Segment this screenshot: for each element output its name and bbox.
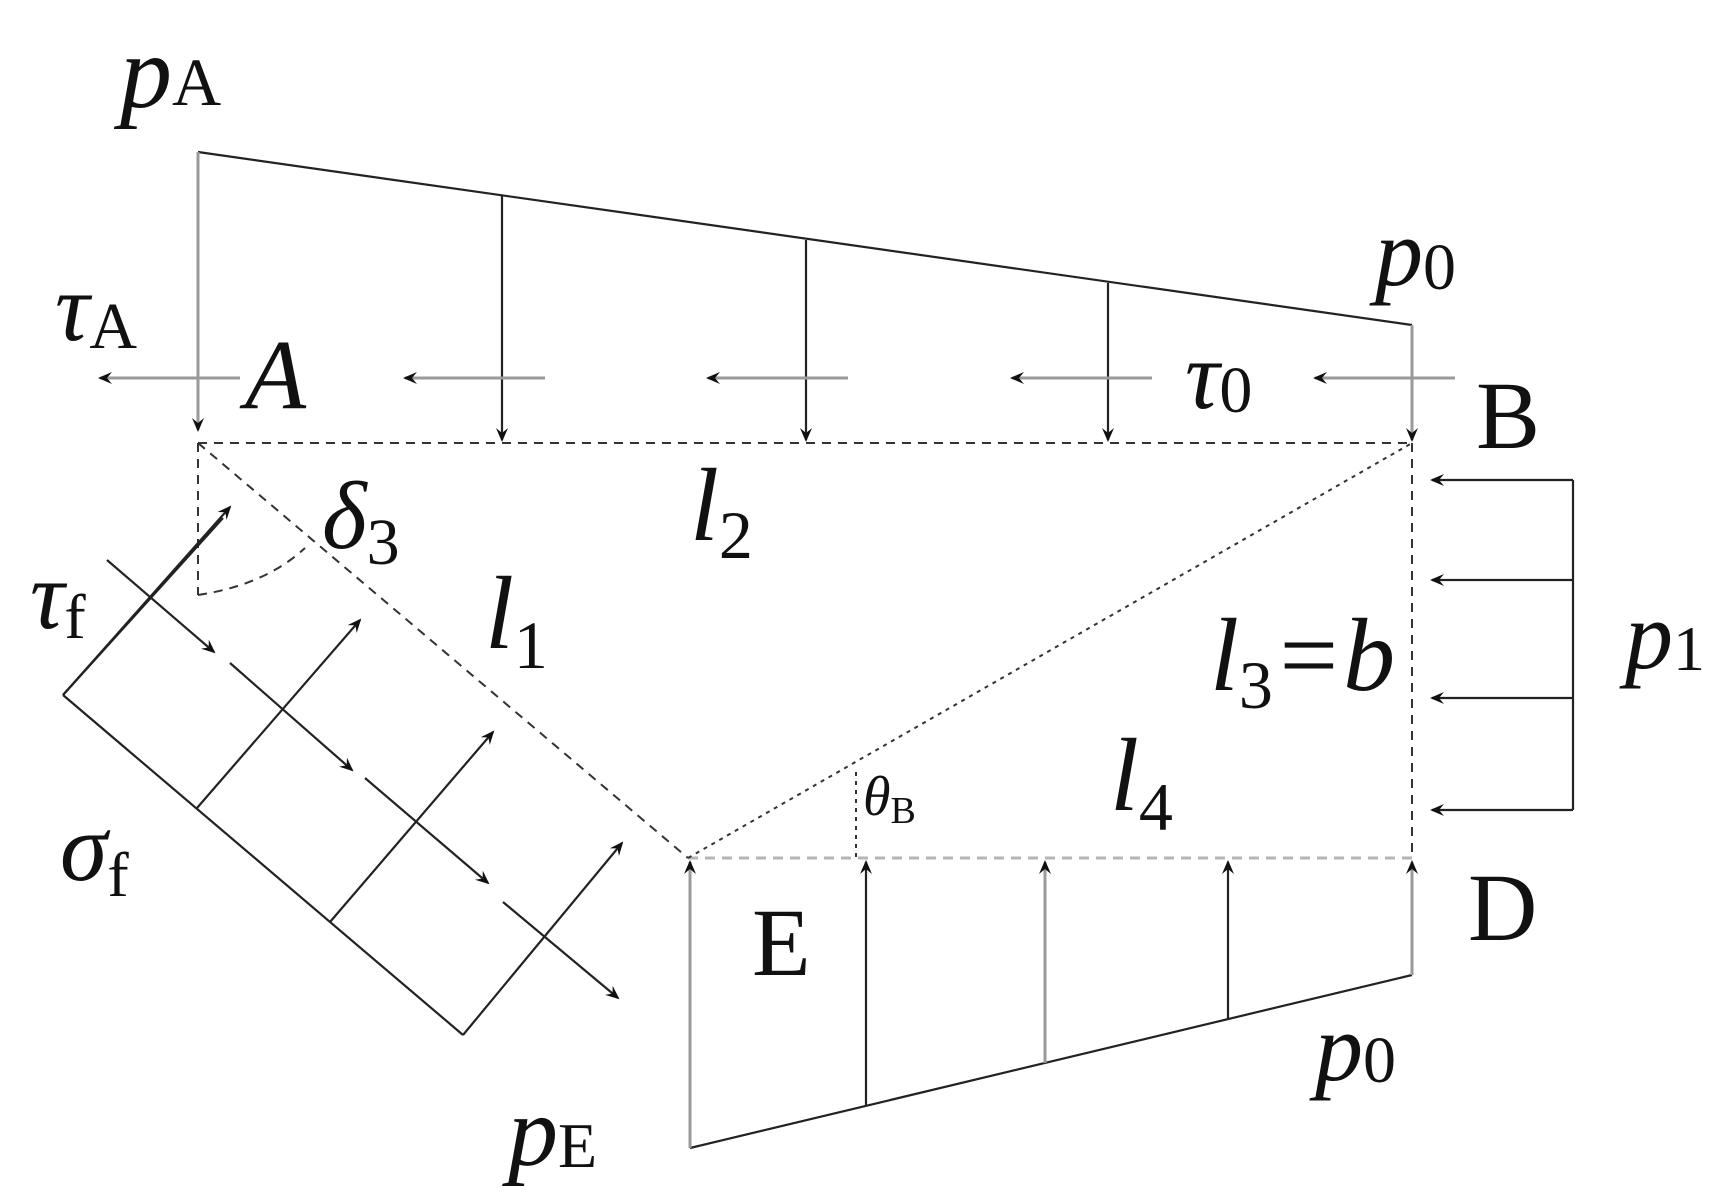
label-pA: pA xyxy=(113,15,221,130)
label-p0-bottom: p0 xyxy=(1309,994,1396,1101)
label-D: D xyxy=(1468,854,1537,961)
bottom-pressure-envelope xyxy=(689,973,1413,1150)
label-p0-top: p0 xyxy=(1369,199,1456,306)
label-l3: l3=b xyxy=(1210,598,1395,723)
label-l1: l1 xyxy=(485,556,548,683)
label-sigmaf: σf xyxy=(60,794,129,910)
bottom-pressure-block xyxy=(684,860,1418,1150)
normal-arrow-4 xyxy=(462,841,624,1036)
slip-face-stress-block xyxy=(62,505,624,1036)
labels: pA p0 τA A τ0 B δ3 l2 τf l1 l3=b p1 θB l… xyxy=(30,15,1705,1187)
right-pressure-block xyxy=(1430,474,1575,816)
label-delta3: δ3 xyxy=(322,462,400,579)
angle-arc-delta3 xyxy=(197,547,306,596)
label-B: B xyxy=(1476,362,1540,469)
label-thetaB: θB xyxy=(863,766,916,832)
diagonal-EB xyxy=(687,442,1413,859)
label-l4: l4 xyxy=(1110,718,1173,845)
normal-arrow-2 xyxy=(196,618,362,809)
label-tauA: τA xyxy=(55,254,137,363)
label-pE: pE xyxy=(502,1076,597,1187)
edge-l1 xyxy=(197,442,689,859)
top-pressure-block xyxy=(192,150,1418,442)
shear-arrow-face-1 xyxy=(106,559,216,654)
label-p1: p1 xyxy=(1619,582,1705,689)
top-pressure-envelope xyxy=(197,150,1413,327)
normal-arrow-1 xyxy=(62,505,232,696)
block-outline xyxy=(197,442,1413,860)
shear-arrow-face-3 xyxy=(364,777,490,885)
label-A: A xyxy=(239,319,307,430)
label-tau0: τ0 xyxy=(1185,322,1252,429)
normal-arrow-3 xyxy=(329,730,495,923)
label-l2: l2 xyxy=(690,448,753,573)
sigma-envelope-lower xyxy=(62,694,464,1036)
shear-arrow-face-4 xyxy=(502,901,620,1000)
shear-arrow-face-2 xyxy=(229,662,354,772)
label-tauf: τf xyxy=(30,542,86,652)
label-E: E xyxy=(752,889,811,996)
